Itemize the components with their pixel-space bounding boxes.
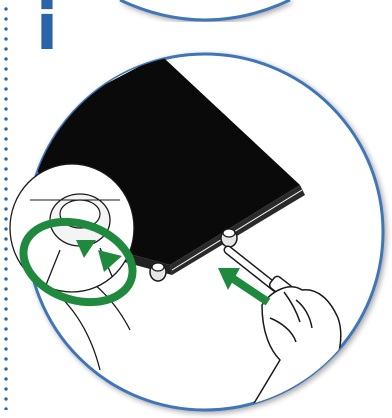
screw-middle [150,263,166,281]
screw-right [221,229,237,247]
previous-callout-circle [120,0,290,20]
